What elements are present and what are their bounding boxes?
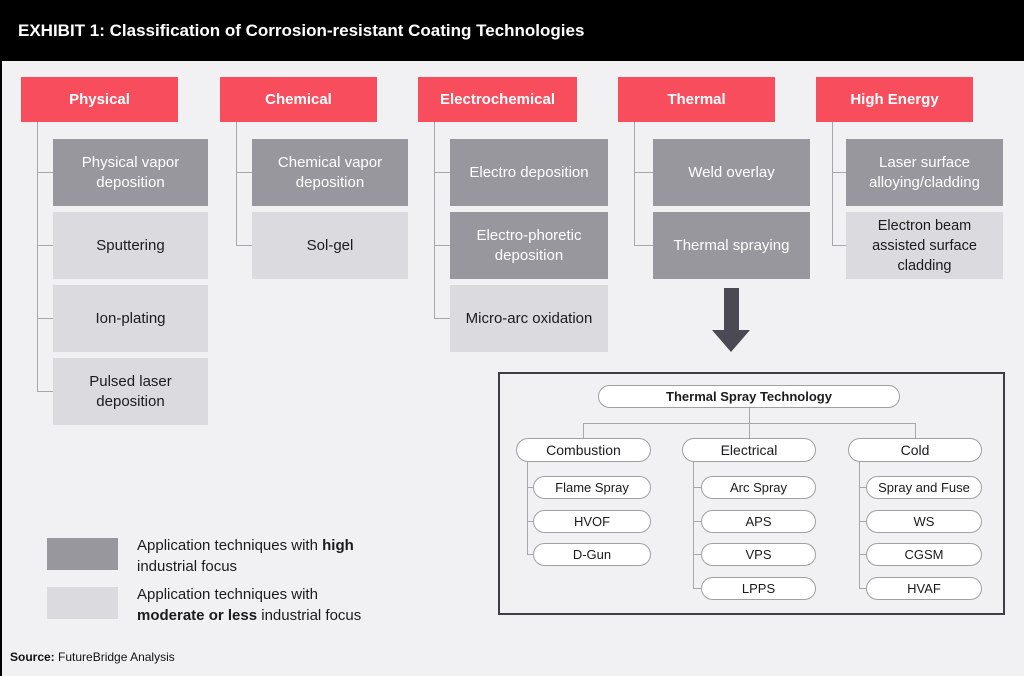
legend-text-bold: high: [322, 537, 354, 554]
branch-cold: Cold: [848, 438, 982, 462]
connector-line: [859, 487, 866, 488]
connector-line: [859, 554, 866, 555]
connector-line: [434, 172, 450, 173]
technique-box: Pulsed laser deposition: [53, 358, 208, 425]
thermal-spray-title: Thermal Spray Technology: [598, 385, 900, 408]
connector-line: [634, 245, 653, 246]
connector-line: [693, 462, 694, 588]
leaf-arc-spray: Arc Spray: [701, 476, 816, 499]
legend-item-high: Application techniques with high industr…: [137, 535, 427, 577]
connector-line: [832, 172, 846, 173]
category-header-chemical: Chemical: [220, 77, 377, 122]
leaf-aps: APS: [701, 510, 816, 533]
technique-box: Ion-plating: [53, 285, 208, 352]
connector-line: [583, 423, 584, 438]
branch-electrical: Electrical: [682, 438, 816, 462]
technique-box: Sputtering: [53, 212, 208, 279]
connector-line: [434, 318, 450, 319]
connector-line: [693, 554, 701, 555]
exhibit-title: EXHIBIT 1: Classification of Corrosion-r…: [18, 20, 585, 40]
leaf-spray-and-fuse: Spray and Fuse: [866, 476, 982, 499]
connector-line: [236, 172, 252, 173]
legend-text: industrial focus: [137, 558, 238, 575]
leaf-hvof: HVOF: [533, 510, 651, 533]
connector-line: [693, 521, 701, 522]
source-label: Source:: [10, 650, 55, 664]
legend-text-bold: moderate or less: [137, 607, 258, 624]
leaf-lpps: LPPS: [701, 577, 816, 600]
connector-line: [749, 423, 750, 438]
technique-box: Sol-gel: [252, 212, 408, 279]
connector-line: [37, 318, 53, 319]
category-header-electrochemical: Electrochemical: [418, 77, 577, 122]
connector-line: [527, 462, 528, 554]
technique-box: Electro-phoretic deposition: [450, 212, 608, 279]
legend-item-moderate: Application techniques with moderate or …: [137, 584, 427, 626]
branch-combustion: Combustion: [516, 438, 651, 462]
legend-text: Application techniques with: [137, 537, 323, 554]
technique-box: Physical vapor deposition: [53, 139, 208, 206]
title-bar: EXHIBIT 1: Classification of Corrosion-r…: [0, 0, 1024, 61]
leaf-vps: VPS: [701, 543, 816, 566]
connector-line: [634, 122, 635, 245]
category-header-high-energy: High Energy: [816, 77, 973, 122]
connector-line: [37, 122, 38, 391]
technique-box: Chemical vapor deposition: [252, 139, 408, 206]
leaf-d-gun: D-Gun: [533, 543, 651, 566]
connector-line: [693, 487, 701, 488]
technique-box: Weld overlay: [653, 139, 810, 206]
connector-line: [527, 487, 533, 488]
legend-swatch-high: [47, 538, 118, 570]
connector-line: [832, 245, 846, 246]
connector-line: [749, 408, 750, 423]
connector-line: [859, 521, 866, 522]
connector-line: [37, 245, 53, 246]
leaf-ws: WS: [866, 510, 982, 533]
leaf-cgsm: CGSM: [866, 543, 982, 566]
category-header-thermal: Thermal: [618, 77, 775, 122]
connector-line: [859, 462, 860, 588]
technique-box: Electron beam assisted surface cladding: [846, 212, 1003, 279]
technique-box: Micro-arc oxidation: [450, 285, 608, 352]
connector-line: [859, 588, 866, 589]
leaf-flame-spray: Flame Spray: [533, 476, 651, 499]
connector-line: [527, 521, 533, 522]
connector-line: [434, 122, 435, 318]
connector-line: [693, 588, 701, 589]
connector-line: [236, 245, 252, 246]
legend-swatch-moderate: [47, 587, 118, 619]
down-arrow-shaft: [724, 288, 739, 332]
connector-line: [37, 391, 53, 392]
category-header-physical: Physical: [21, 77, 178, 122]
connector-line: [832, 122, 833, 245]
legend-text: Application techniques with: [137, 586, 318, 603]
legend-text: industrial focus: [257, 607, 362, 624]
connector-line: [527, 554, 533, 555]
source-line: Source: FutureBridge Analysis: [10, 650, 175, 664]
leaf-hvaf: HVAF: [866, 577, 982, 600]
connector-line: [915, 423, 916, 438]
left-edge-border: [0, 61, 2, 676]
connector-line: [634, 172, 653, 173]
connector-line: [434, 245, 450, 246]
connector-line: [236, 122, 237, 245]
technique-box: Laser surface alloying/cladding: [846, 139, 1003, 206]
source-text: FutureBridge Analysis: [58, 650, 175, 664]
technique-box: Electro deposition: [450, 139, 608, 206]
technique-box: Thermal spraying: [653, 212, 810, 279]
connector-line: [37, 172, 53, 173]
down-arrow-icon: [712, 330, 750, 352]
